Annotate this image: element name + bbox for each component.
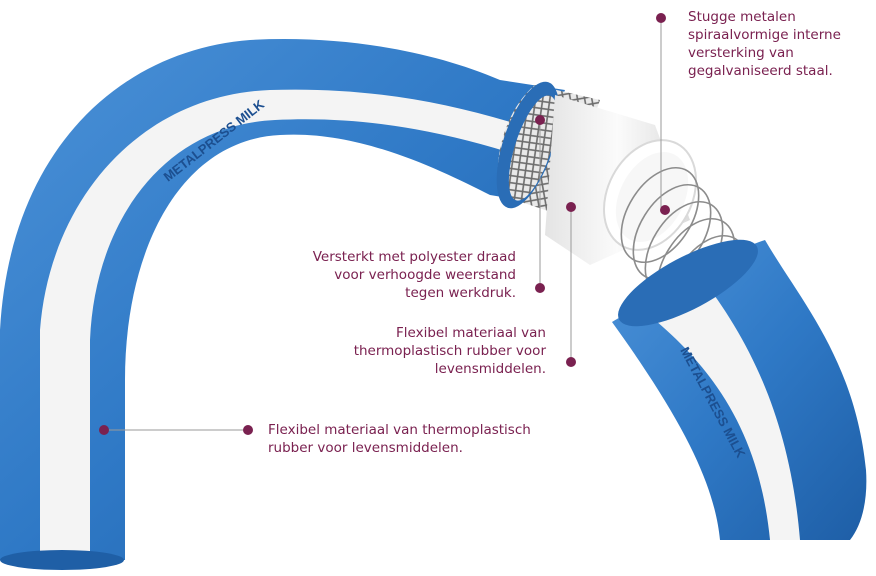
callout-dots (99, 13, 670, 435)
callout-spiral-line: Stugge metalen (688, 9, 796, 25)
dot-spiral-bottom (660, 205, 670, 215)
spiral-coil (632, 183, 712, 281)
dot-inner-top (566, 202, 576, 212)
callout-spiral: Stugge metalen spiraalvormige interne ve… (688, 8, 841, 80)
main-hose-bottom-end (0, 550, 124, 570)
spiral-coil (620, 166, 700, 264)
callout-spiral-line: spiraalvormige interne (688, 27, 841, 43)
callout-outer-material: Flexibel materiaal van thermoplastisch r… (268, 421, 531, 457)
right-hose-stripe (640, 276, 800, 540)
braid-cut-face (508, 95, 558, 201)
callout-polyester-line: Versterkt met polyester draad (312, 249, 516, 265)
callout-inner-material: Flexibel materiaal van thermoplastisch r… (354, 324, 546, 378)
callout-inner-line: levensmiddelen. (434, 361, 546, 377)
callout-spiral-line: gegalvaniseerd staal. (688, 63, 833, 79)
right-hose-top-end (618, 239, 758, 327)
dot-outer-right (243, 425, 253, 435)
leader-lines (104, 18, 662, 431)
dot-spiral-top (656, 13, 666, 23)
callout-outer-line: Flexibel materiaal van thermoplastisch (268, 422, 531, 438)
callout-polyester-line: tegen werkdruk. (405, 285, 516, 301)
callout-inner-line: thermoplastisch rubber voor (353, 343, 546, 359)
dot-polyester-bottom (535, 283, 545, 293)
callout-spiral-line: versterking van (688, 45, 794, 61)
main-hose (0, 39, 565, 570)
inner-tube (545, 95, 698, 265)
dot-polyester-top (535, 115, 545, 125)
main-hose-stripe (40, 89, 520, 560)
inner-tube-hole (615, 152, 689, 242)
dot-inner-bottom (566, 357, 576, 367)
callout-outer-line: rubber voor levensmiddelen. (268, 440, 463, 456)
callout-inner-line: Flexibel materiaal van (396, 325, 546, 341)
callout-polyester: Versterkt met polyester draad voor verho… (313, 248, 516, 302)
callout-polyester-line: voor verhoogde weerstand (334, 267, 516, 283)
right-hose (612, 239, 867, 540)
dot-outer-left (99, 425, 109, 435)
